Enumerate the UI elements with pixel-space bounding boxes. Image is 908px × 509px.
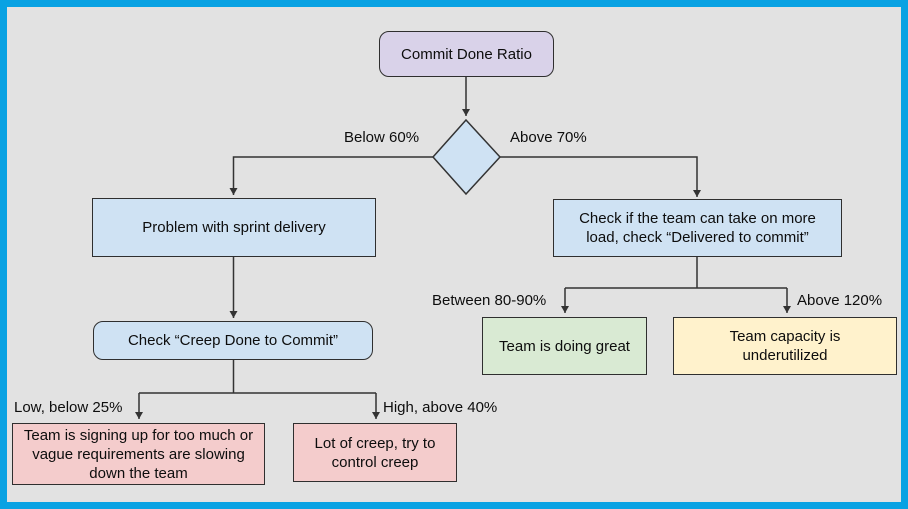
edge-check-creep-split (139, 360, 376, 394)
edge-label-high-above-40: High, above 40% (383, 399, 498, 416)
node-check-team-load: Check if the team can take on more load,… (553, 199, 842, 257)
node-lot-of-creep: Lot of creep, try to control creep (293, 423, 457, 482)
node-team-doing-great-label: Team is doing great (499, 337, 630, 355)
edge-label-above-120: Above 120% (797, 292, 883, 309)
node-lot-of-creep-label: Lot of creep, try to control creep (314, 434, 436, 471)
node-check-creep-done-to-commit: Check “Creep Done to Commit” (93, 321, 373, 360)
edge-decision-to-check-load (500, 156, 701, 197)
edge-label-above-70: Above 70% (510, 129, 587, 146)
edge-label-below-60: Below 60% (344, 129, 420, 146)
node-signing-up-too-much: Team is signing up for too much or vague… (12, 423, 265, 485)
node-check-creep-done-to-commit-label: Check “Creep Done to Commit” (127, 332, 339, 349)
edge-label-between-80-90: Between 80-90% (432, 292, 547, 309)
edge-label-low-below-25: Low, below 25% (14, 399, 123, 416)
edge-decision-to-problem (229, 156, 433, 195)
node-signing-up-too-much-label: Team is signing up for too much or vague… (23, 426, 254, 482)
node-team-doing-great: Team is doing great (482, 317, 647, 375)
node-problem-sprint-delivery-label: Problem with sprint delivery (142, 219, 326, 236)
node-commit-done-ratio-label: Commit Done Ratio (401, 45, 532, 63)
decision-diamond (431, 118, 502, 196)
node-check-team-load-label: Check if the team can take on more load,… (579, 210, 816, 246)
node-commit-done-ratio: Commit Done Ratio (379, 31, 554, 77)
node-team-capacity-underutilized-label: Team capacity is underutilized (729, 328, 841, 364)
node-team-capacity-underutilized: Team capacity is underutilized (673, 317, 897, 375)
node-problem-sprint-delivery: Problem with sprint delivery (92, 198, 376, 257)
edge-check-load-split (565, 257, 787, 289)
